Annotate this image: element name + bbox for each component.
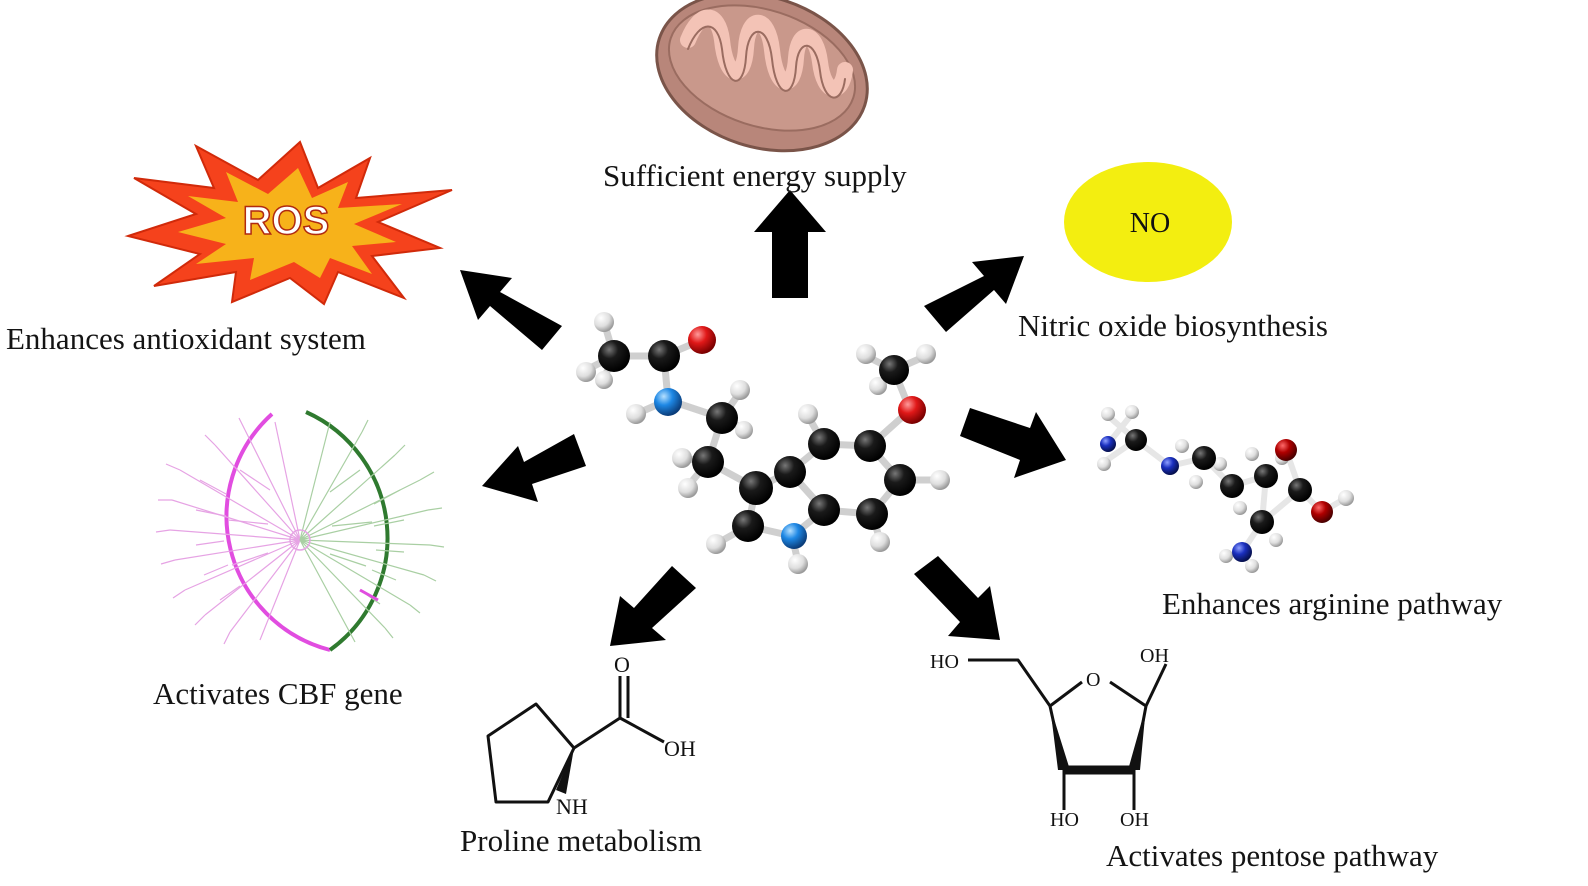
arginine-molecule xyxy=(1097,405,1354,573)
caption-antioxidant-system: Enhances antioxidant system xyxy=(6,321,366,356)
proline-o-label: O xyxy=(614,652,630,677)
caption-cbf-gene: Activates CBF gene xyxy=(153,676,403,711)
nitric-oxide-circle: NO xyxy=(1064,162,1232,282)
ribose-o-label: O xyxy=(1086,669,1100,691)
ribose-ho-bottom-label: HO xyxy=(1050,809,1079,831)
caption-arginine-pathway: Enhances arginine pathway xyxy=(1162,586,1503,621)
caption-energy-supply: Sufficient energy supply xyxy=(603,158,907,193)
arrow-to-proline xyxy=(610,566,696,646)
arrow-to-antioxidant xyxy=(460,270,562,350)
proline-oh-label: OH xyxy=(664,736,696,761)
ros-label: ROS xyxy=(243,199,330,243)
melatonin-molecule xyxy=(576,312,950,574)
arrow-to-pentose xyxy=(914,556,1000,640)
ribose-ho-top-label: HO xyxy=(930,651,959,673)
ribose-oh-bottom-label: OH xyxy=(1120,809,1149,831)
arrow-to-arginine xyxy=(960,408,1066,478)
arrow-to-cbf xyxy=(482,434,586,502)
proline-nh-label: NH xyxy=(556,794,588,819)
cbf-phylogenetic-tree-icon xyxy=(155,410,445,652)
arrow-to-nitric-oxide xyxy=(924,256,1024,332)
mitochondrion-icon xyxy=(655,0,869,153)
ros-burst-icon: ROS xyxy=(124,140,453,306)
no-label: NO xyxy=(1130,208,1170,239)
caption-pentose-pathway: Activates pentose pathway xyxy=(1106,838,1439,873)
proline-structure xyxy=(486,676,665,804)
arrows xyxy=(460,190,1066,646)
caption-proline-metabolism: Proline metabolism xyxy=(460,823,702,858)
arrow-to-energy xyxy=(754,190,826,298)
ribose-oh-top-label: OH xyxy=(1140,645,1169,667)
caption-nitric-oxide: Nitric oxide biosynthesis xyxy=(1018,308,1328,343)
ribose-structure xyxy=(968,658,1168,810)
